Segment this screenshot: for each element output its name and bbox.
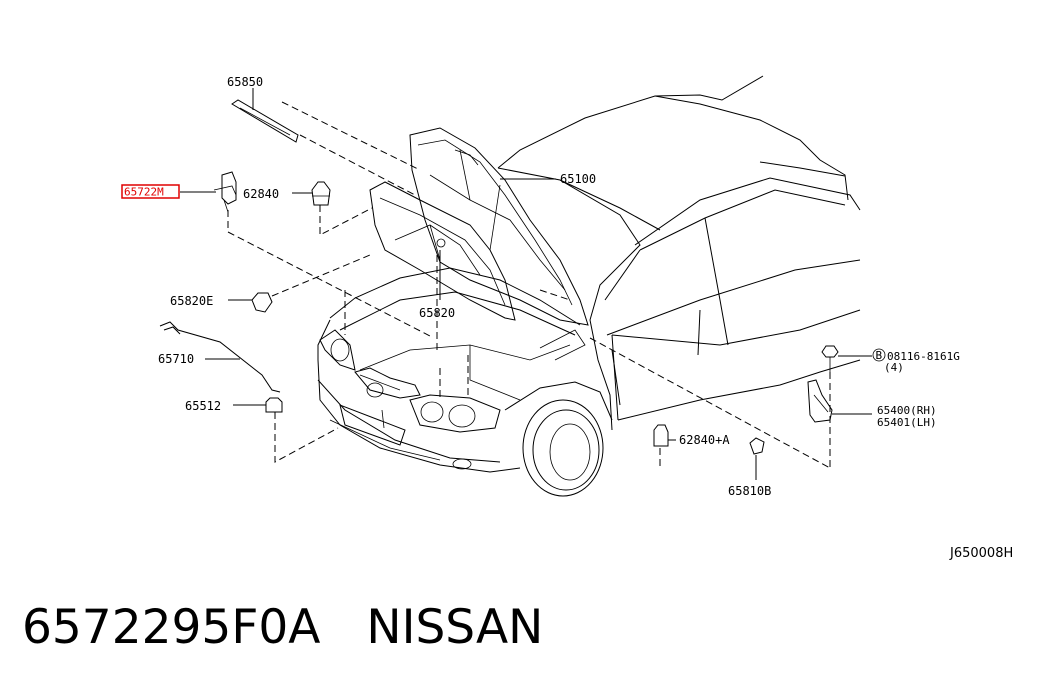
part-65810b-clip xyxy=(749,437,765,455)
label-62840a: 62840+A xyxy=(679,433,730,447)
bolt-b-symbol xyxy=(872,348,886,362)
label-08116-prefix: B xyxy=(876,349,883,362)
label-65512: 65512 xyxy=(185,399,221,413)
leader-lines xyxy=(180,88,872,480)
highlight-box-65722m xyxy=(121,184,180,199)
part-65710-rod xyxy=(159,321,281,393)
label-65710: 65710 xyxy=(158,352,194,366)
part-65820e-clip xyxy=(251,292,273,313)
label-65810b: 65810B xyxy=(728,484,771,498)
car-body-drawing xyxy=(317,75,861,497)
label-62840: 62840 xyxy=(243,187,279,201)
label-65401: 65401(LH) xyxy=(877,416,937,429)
part-number-text: 6572295F0A xyxy=(22,600,321,655)
label-08116: 08116-8161G xyxy=(887,350,960,363)
label-65850: 65850 xyxy=(227,75,263,89)
part-62840a-bumper xyxy=(653,424,669,447)
label-65722m-highlighted[interactable]: 65722M xyxy=(124,186,164,199)
label-65100: 65100 xyxy=(560,172,596,186)
part-65850-strip xyxy=(231,99,299,143)
label-65400: 65400(RH) xyxy=(877,404,937,417)
brand-text: NISSAN xyxy=(366,600,544,655)
assembly-dashed-lines xyxy=(227,101,831,470)
label-65820e: 65820E xyxy=(170,294,213,308)
part-62840-bumper xyxy=(311,181,331,206)
part-65400-hinge xyxy=(807,379,833,423)
diagram-code: J650008H xyxy=(949,546,1013,561)
footer-caption: 6572295F0A NISSAN xyxy=(22,600,543,655)
part-65512-stopper xyxy=(265,397,283,413)
label-08116-qty: (4) xyxy=(884,361,904,374)
part-65722m-bracket xyxy=(213,171,237,213)
part-08116-bolt xyxy=(821,345,839,372)
hood-drawing xyxy=(369,127,589,326)
label-65820: 65820 xyxy=(419,306,455,320)
